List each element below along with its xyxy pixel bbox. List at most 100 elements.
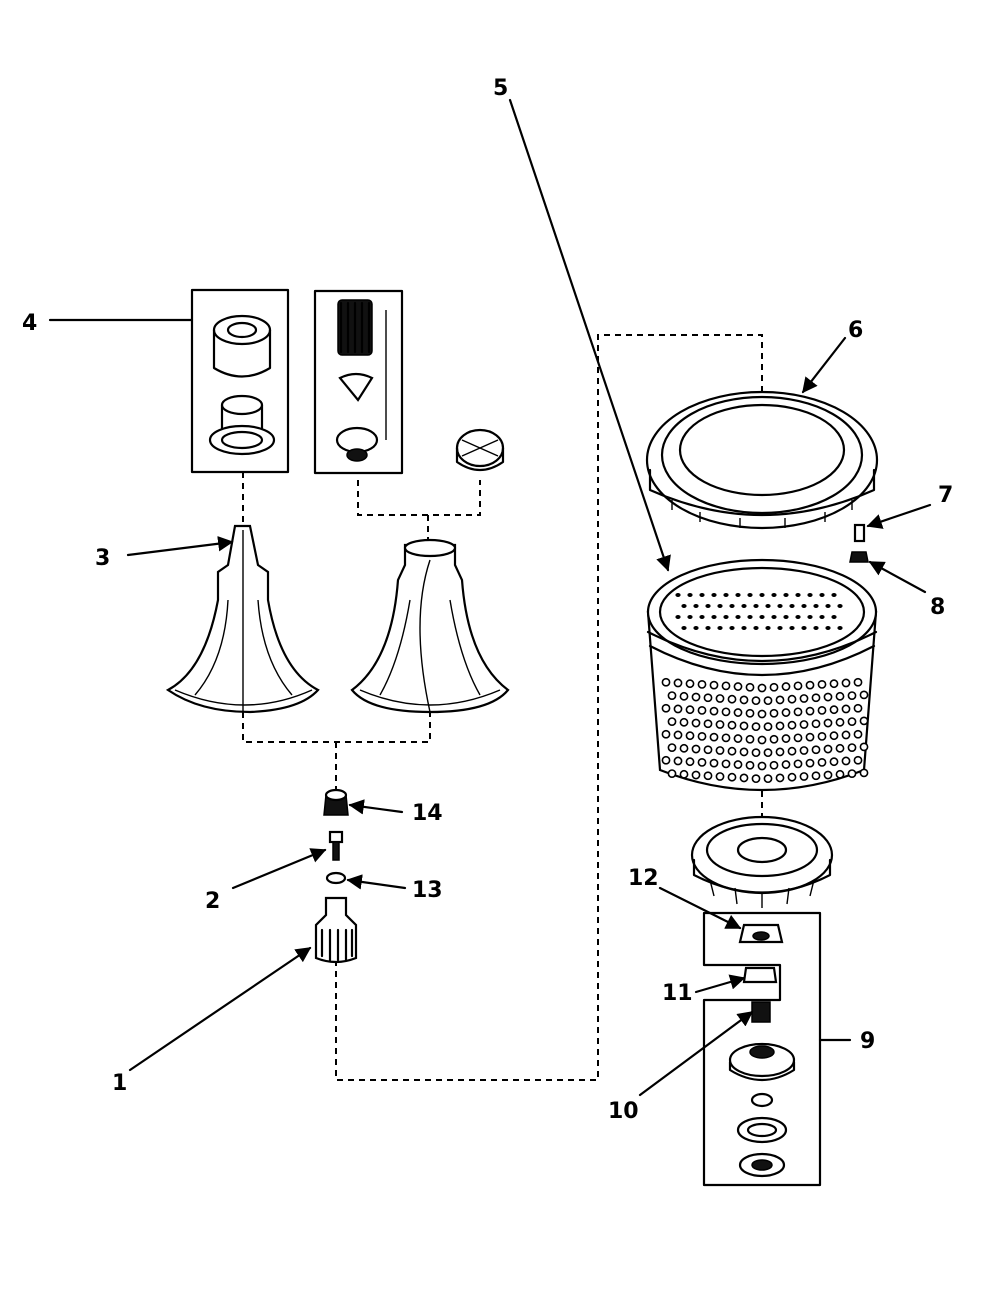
basket-hole bbox=[679, 717, 689, 727]
basket-hole bbox=[781, 760, 791, 769]
basket-hole bbox=[757, 709, 767, 719]
basket-hole bbox=[811, 745, 821, 755]
basket-hole bbox=[823, 770, 833, 780]
basket-hole bbox=[691, 744, 701, 754]
basket-hole bbox=[705, 604, 711, 608]
basket-hole bbox=[721, 759, 731, 769]
leader-lines bbox=[48, 98, 932, 1097]
part-5-spin-basket bbox=[646, 558, 878, 792]
basket-hole bbox=[831, 593, 837, 597]
basket-hole bbox=[781, 682, 791, 691]
basket-hole bbox=[747, 593, 753, 597]
part-7-screw bbox=[853, 523, 866, 543]
agitator-cap-part bbox=[455, 428, 505, 472]
callout-labels: 4 3 5 6 7 8 9 10 11 12 13 14 2 1 bbox=[22, 76, 953, 1124]
basket-hole bbox=[841, 704, 851, 714]
basket-hole bbox=[837, 626, 843, 630]
basket-hole bbox=[801, 604, 807, 608]
basket-hole bbox=[763, 748, 773, 758]
callout-14: 14 bbox=[412, 801, 443, 826]
basket-hole bbox=[817, 732, 827, 741]
callout-1: 1 bbox=[112, 1071, 127, 1096]
part-1-coupling bbox=[314, 896, 358, 964]
callout-12: 12 bbox=[628, 866, 659, 891]
basket-hole bbox=[757, 683, 767, 693]
basket-hole bbox=[829, 705, 839, 715]
basket-hole bbox=[727, 694, 737, 704]
part-2-bolt bbox=[328, 830, 344, 861]
basket-hole bbox=[817, 758, 827, 767]
basket-hole bbox=[777, 626, 783, 630]
basket-hole bbox=[673, 730, 683, 740]
basket-hole bbox=[673, 756, 683, 766]
part-10-bolt bbox=[751, 1001, 771, 1023]
basket-hole bbox=[673, 704, 683, 714]
callout-3: 3 bbox=[95, 546, 110, 571]
basket-hole bbox=[687, 593, 693, 597]
basket-hole bbox=[859, 716, 869, 726]
basket-hole bbox=[801, 626, 807, 630]
basket-hole bbox=[711, 593, 717, 597]
basket-hole bbox=[847, 743, 857, 752]
basket-hole bbox=[673, 678, 683, 688]
basket-hole bbox=[661, 729, 671, 739]
basket-hole bbox=[715, 772, 725, 781]
basket-hole bbox=[733, 734, 743, 743]
basket-hole bbox=[687, 615, 693, 619]
basket-hole bbox=[787, 694, 797, 704]
callout-7: 7 bbox=[938, 483, 953, 508]
basket-hole bbox=[805, 732, 815, 742]
basket-hole bbox=[711, 615, 717, 619]
part-4-kit-box-right bbox=[313, 289, 404, 475]
part-4-kit-box-left bbox=[190, 288, 290, 474]
part-9-seal-parts bbox=[728, 1042, 796, 1178]
callout-10: 10 bbox=[608, 1099, 639, 1124]
basket-hole bbox=[807, 593, 813, 597]
basket-hole bbox=[769, 760, 779, 770]
part-12-nut bbox=[738, 923, 784, 944]
basket-hole bbox=[715, 720, 725, 729]
basket-hole bbox=[765, 604, 771, 608]
basket-hole bbox=[783, 615, 789, 619]
basket-hole bbox=[675, 593, 681, 597]
basket-hole bbox=[799, 694, 809, 703]
basket-hole bbox=[717, 626, 723, 630]
basket-hole bbox=[691, 692, 701, 702]
basket-hole bbox=[721, 681, 731, 691]
basket-hole bbox=[685, 679, 695, 689]
basket-hole bbox=[859, 768, 869, 778]
basket-hole bbox=[819, 593, 825, 597]
callout-5: 5 bbox=[493, 76, 508, 101]
part-11-nut bbox=[742, 966, 778, 984]
basket-hole bbox=[741, 604, 747, 608]
basket-hole bbox=[819, 615, 825, 619]
basket-hole bbox=[781, 734, 791, 743]
basket-hole bbox=[751, 696, 761, 706]
basket-hole bbox=[745, 682, 755, 692]
basket-hole bbox=[825, 626, 831, 630]
basket-hole bbox=[835, 769, 845, 779]
basket-hole bbox=[699, 615, 705, 619]
basket-hole bbox=[859, 690, 869, 700]
basket-hole bbox=[727, 720, 737, 730]
basket-hole bbox=[727, 746, 737, 756]
basket-hole bbox=[721, 733, 731, 743]
basket-hole bbox=[667, 769, 677, 778]
basket-hole bbox=[769, 708, 779, 718]
basket-holes-top bbox=[675, 593, 843, 630]
basket-hole bbox=[853, 729, 863, 739]
basket-hole bbox=[667, 691, 677, 700]
basket-hole bbox=[691, 718, 701, 728]
basket-hole bbox=[693, 626, 699, 630]
basket-hole bbox=[793, 733, 803, 743]
callout-6: 6 bbox=[848, 318, 863, 343]
basket-hole bbox=[751, 774, 761, 784]
basket-hole bbox=[729, 626, 735, 630]
basket-hole bbox=[811, 719, 821, 729]
callout-8: 8 bbox=[930, 595, 945, 620]
basket-hole bbox=[763, 696, 773, 706]
basket-hole bbox=[763, 722, 773, 732]
basket-hole bbox=[727, 772, 737, 782]
basket-hole bbox=[739, 721, 749, 731]
basket-hole bbox=[681, 626, 687, 630]
